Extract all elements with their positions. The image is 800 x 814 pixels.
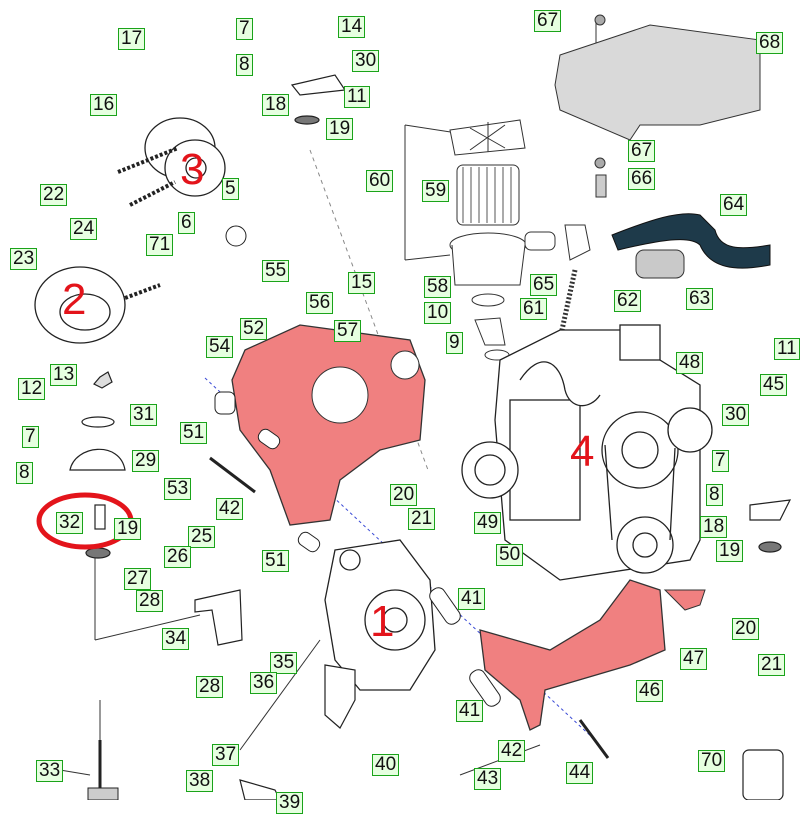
part-label: 28 [196,676,224,698]
part-label: 60 [366,170,394,192]
part-label: 12 [18,378,46,400]
part-label: 35 [270,652,298,674]
part-label: 39 [276,792,304,814]
part-label: 41 [456,700,484,722]
assembly-number-4: 4 [570,427,595,476]
part-label: 20 [390,484,418,506]
part-label: 15 [348,272,376,294]
part-label: 8 [16,462,33,484]
part-label: 19 [716,540,744,562]
part-label: 26 [164,546,192,568]
part-label: 16 [90,94,118,116]
part-label: 10 [424,302,452,324]
part-label: 53 [164,478,192,500]
part-label: 58 [424,276,452,298]
part-label: 54 [206,336,234,358]
part-label: 48 [676,352,704,374]
part-label: 23 [10,248,38,270]
part-label: 61 [520,298,548,320]
part-label: 18 [262,94,290,116]
plate-52 [231,324,426,526]
part-label: 56 [306,292,334,314]
part-label: 36 [250,672,278,694]
part-label: 50 [496,544,524,566]
part-label: 71 [146,234,174,256]
part-label: 42 [216,498,244,520]
part-label: 46 [636,680,664,702]
part-label: 52 [240,318,268,340]
part-label: 22 [40,184,68,206]
part-label: 7 [22,426,39,448]
assembly-number-2: 2 [62,275,87,324]
part-label: 51 [262,550,290,572]
part-label: 29 [132,450,160,472]
part-label: 51 [180,422,208,444]
part-label: 70 [698,750,726,772]
part-label: 8 [706,484,723,506]
part-label: 38 [186,770,214,792]
part-label: 27 [124,568,152,590]
plate-46 [479,579,666,731]
assembly-number-1: 1 [370,597,395,646]
part-label: 24 [70,218,98,240]
part-label: 14 [338,16,366,38]
part-label: 21 [408,508,436,530]
part-label: 43 [474,768,502,790]
gearbox-drawing [324,539,436,691]
part-label: 45 [760,374,788,396]
part-label: 21 [758,654,786,676]
part-label: 37 [212,744,240,766]
part-label: 65 [530,274,558,296]
part-label: 55 [262,260,290,282]
part-label: 32 [56,512,84,534]
part-label: 7 [712,450,729,472]
part-label: 47 [680,648,708,670]
part-label: 57 [334,320,362,342]
assembly-number-3: 3 [180,145,205,194]
part-label: 17 [118,28,146,50]
part-label: 64 [720,194,748,216]
part-label: 13 [50,364,78,386]
part-label: 9 [446,332,463,354]
part-label: 40 [372,754,400,776]
part-label: 18 [700,516,728,538]
part-label: 19 [326,118,354,140]
part-label: 67 [628,140,656,162]
part-label: 30 [352,50,380,72]
part-label: 25 [188,526,216,548]
part-label: 62 [614,290,642,312]
part-label: 19 [114,518,142,540]
part-label: 5 [222,178,239,200]
engine-drawing [461,324,713,581]
part-label: 44 [566,762,594,784]
leader-lines [59,20,597,776]
part-label: 34 [162,628,190,650]
part-label: 42 [498,740,526,762]
part-label: 49 [474,512,502,534]
part-label: 31 [130,404,158,426]
part-label: 11 [344,86,370,108]
part-label: 30 [722,404,750,426]
part-label: 67 [534,10,562,32]
part-label: 66 [628,168,656,190]
part-label: 63 [686,288,714,310]
part-label: 68 [756,32,784,54]
part-label: 7 [236,18,253,40]
part-label: 8 [236,54,253,76]
part-label: 59 [422,180,450,202]
part-label: 20 [732,618,760,640]
part-label: 28 [136,590,164,612]
part-label: 33 [36,760,64,782]
part-label: 11 [774,338,800,360]
part-label: 6 [178,212,195,234]
part-label: 41 [458,588,486,610]
